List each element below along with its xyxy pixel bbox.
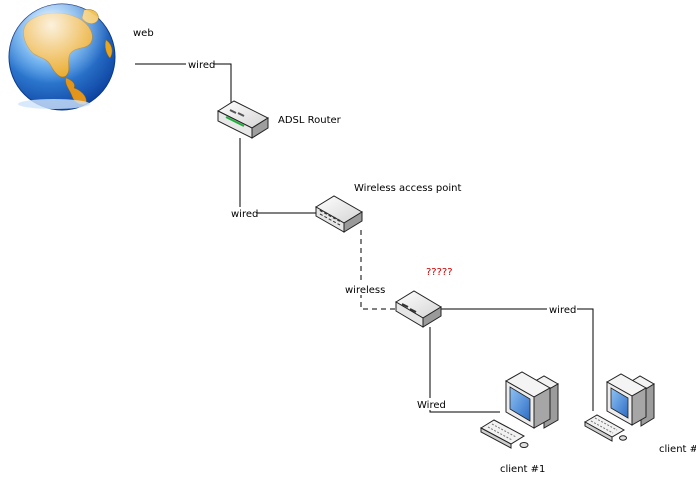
wired-link — [135, 63, 232, 111]
wired-link — [239, 138, 316, 214]
link-label: wireless — [345, 285, 385, 296]
link-web-router — [135, 63, 232, 111]
wired-link — [441, 308, 594, 411]
link-label: wired — [188, 60, 215, 71]
link-device-client1 — [429, 327, 500, 413]
computer-icon — [583, 373, 655, 442]
node-label-web: web — [133, 28, 154, 39]
node-label-access-point: Wireless access point — [354, 183, 461, 194]
switch-icon — [315, 195, 363, 233]
link-label: wired — [549, 305, 576, 316]
link-access-point-device — [360, 230, 396, 310]
node-label-client1: client #1 — [500, 464, 545, 475]
router-icon — [216, 100, 270, 139]
node-label-router: ADSL Router — [278, 115, 342, 126]
wireless-link — [360, 230, 396, 310]
link-device-client2 — [441, 308, 594, 411]
link-label: Wired — [417, 400, 446, 411]
link-label: wired — [231, 209, 258, 220]
label-web-router: wired — [186, 58, 215, 71]
node-label-unknown-device: ????? — [426, 267, 453, 278]
globe-icon — [8, 3, 116, 111]
label-ap-device: wireless — [343, 283, 385, 296]
node-label-client2: client #2 — [659, 444, 696, 455]
computer-icon — [479, 371, 560, 449]
label-device-client2: wired — [547, 303, 577, 316]
network-device-icon — [395, 290, 442, 328]
label-device-client1: Wired — [415, 398, 447, 411]
label-router-ap: wired — [229, 207, 258, 220]
link-router-access-point — [239, 138, 316, 214]
wired-link — [429, 327, 500, 413]
